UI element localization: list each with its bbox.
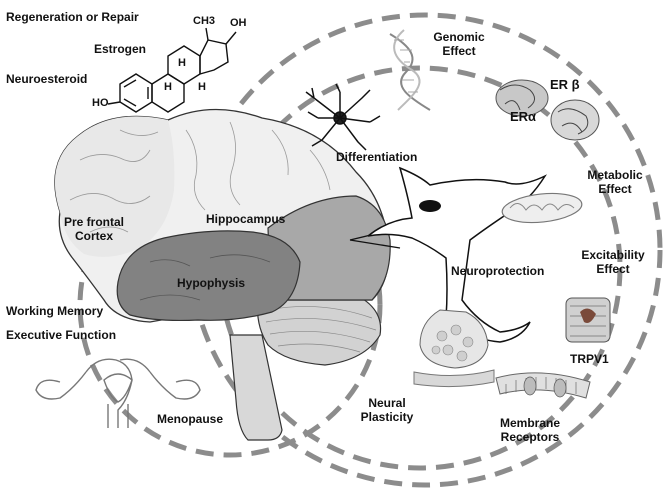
synapse-icon [413,309,495,388]
label-er-alpha: ERα [510,109,537,124]
label-membrane-line2: Receptors [500,430,560,444]
molecule-h-label-1: H [178,57,186,69]
label-membrane-line1: Membrane [499,416,561,430]
trpv1-channel-icon [565,297,611,343]
er-protein-icon [495,79,600,141]
label-differentiation: Differentiation [336,150,418,164]
label-neuroesteroid: Neuroesteroid [6,72,88,86]
label-neural-plasticity: Neural Plasticity [354,396,420,424]
molecule-h-label-2: H [198,81,206,93]
membrane-receptors-icon [495,372,591,399]
uterus-icon [35,358,201,428]
label-neuroprotection: Neuroprotection [451,264,545,278]
label-excitability-effect: Excitability Effect [572,248,654,276]
molecule-h-label-3: H [164,81,172,93]
brain-illustration [54,108,391,441]
label-neural-line1: Neural [368,396,406,410]
neuron-illustration [367,166,548,359]
label-trpv1: TRPV1 [570,352,609,366]
brain-gyri [69,121,331,233]
molecule-ho-label: HO [92,97,109,109]
label-metabolic-line1: Metabolic [587,168,643,182]
label-genomic-line2: Effect [442,44,476,58]
label-estrogen: Estrogen [94,42,147,56]
label-hippocampus: Hippocampus [206,212,286,226]
hypophysis-region [116,230,301,322]
molecule-ch3-label: CH3 [193,15,215,27]
label-membrane-receptors: Membrane Receptors [490,416,570,444]
hypophysis-gyri [139,254,271,301]
label-working-memory: Working Memory [6,304,104,318]
molecule-oh-label: OH [230,17,247,29]
molecule-labels: CH3 OH HO H H H [92,15,247,109]
estrogen-molecule [107,27,237,113]
label-prefrontal-line2: Cortex [74,229,113,243]
label-prefrontal-cortex: Pre frontal Cortex [52,215,136,243]
label-menopause: Menopause [157,412,224,426]
frontal-lobe [54,116,175,257]
label-excitability-line1: Excitability [581,248,645,262]
label-executive-function: Executive Function [6,328,117,342]
label-metabolic-line2: Effect [598,182,632,196]
label-metabolic-effect: Metabolic Effect [580,168,650,196]
label-genomic-line1: Genomic [433,30,485,44]
label-genomic-effect: Genomic Effect [424,30,494,58]
dna-helix-icon [389,29,431,111]
label-hypophysis: Hypophysis [177,276,246,290]
label-regeneration: Regeneration or Repair [6,10,139,24]
astrocyte-icon [305,83,381,151]
mitochondrion-icon [501,192,583,224]
label-neural-line2: Plasticity [360,410,414,424]
label-prefrontal-line1: Pre frontal [63,215,124,229]
brain-stem [229,334,283,441]
label-excitability-line2: Effect [596,262,630,276]
label-er-beta: ER β [550,77,580,92]
